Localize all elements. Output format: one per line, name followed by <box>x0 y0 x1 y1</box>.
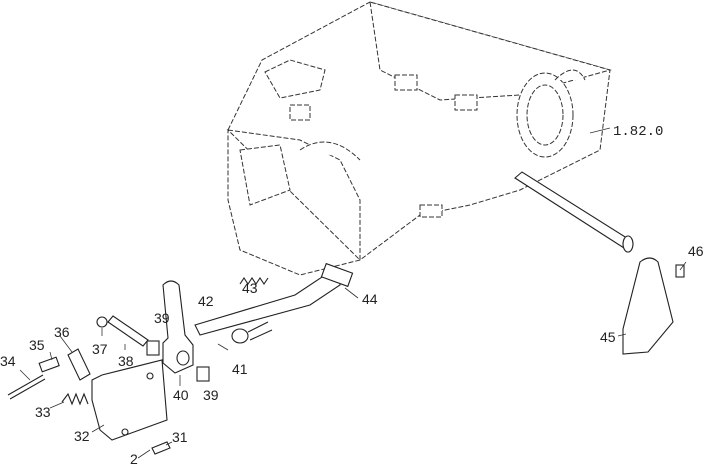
label-45: 45 <box>600 329 616 345</box>
label-1-82-0: 1.82.0 <box>613 124 663 140</box>
part-39-gear-b <box>196 366 210 382</box>
label-36: 36 <box>54 324 70 340</box>
part-43-spring <box>239 277 269 285</box>
part-33-spring <box>61 392 89 406</box>
label-44: 44 <box>362 291 378 307</box>
part-38-pin <box>107 315 149 347</box>
part-41-stud <box>231 321 273 344</box>
label-37: 37 <box>92 341 108 357</box>
label-40: 40 <box>173 387 189 403</box>
label-2: 2 <box>130 451 138 465</box>
housing-casting <box>226 1 612 276</box>
part-35-bushing <box>38 356 60 373</box>
label-34: 34 <box>0 353 16 369</box>
part-46-clip <box>675 264 685 278</box>
part-36-bracket <box>67 348 91 381</box>
label-39-b: 39 <box>203 387 219 403</box>
label-38: 38 <box>118 353 134 369</box>
label-43: 43 <box>242 280 258 296</box>
label-39-a: 39 <box>154 310 170 326</box>
part-45-plate <box>622 257 674 355</box>
part-39-gear-a <box>146 340 160 356</box>
leader-lines <box>19 127 687 459</box>
label-46: 46 <box>688 243 704 259</box>
label-35: 35 <box>29 337 45 353</box>
part-34-screw <box>7 374 46 400</box>
label-32: 32 <box>74 428 90 444</box>
part-44-rod <box>194 274 341 336</box>
part-40-lever <box>162 280 194 374</box>
label-42: 42 <box>198 293 214 309</box>
label-31: 31 <box>172 429 188 445</box>
label-33: 33 <box>35 404 51 420</box>
part-32-plate <box>91 359 168 441</box>
label-41: 41 <box>232 361 248 377</box>
shaft <box>514 171 634 253</box>
part-31-bolt <box>151 441 171 455</box>
part-37-ring <box>96 316 108 328</box>
